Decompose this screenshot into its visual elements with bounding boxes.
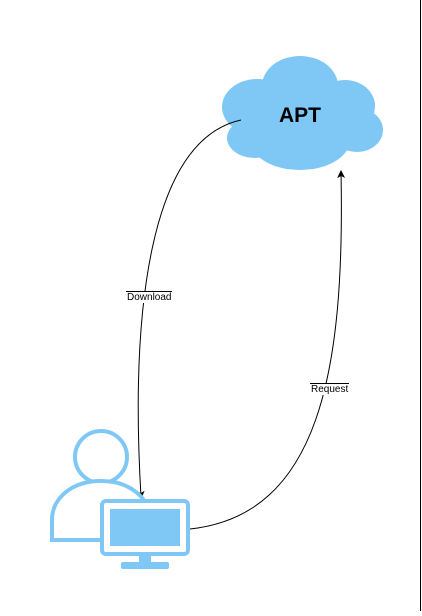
apt-cloud[interactable] xyxy=(222,56,383,170)
request-edge[interactable] xyxy=(189,170,346,530)
apt-cloud-label: APT xyxy=(279,104,321,127)
user-computer-icon[interactable] xyxy=(50,429,190,569)
download-edge-label: Download xyxy=(126,291,173,303)
canvas-right-border xyxy=(420,0,421,611)
download-edge[interactable] xyxy=(136,119,242,499)
request-edge-label: Request xyxy=(310,383,350,395)
